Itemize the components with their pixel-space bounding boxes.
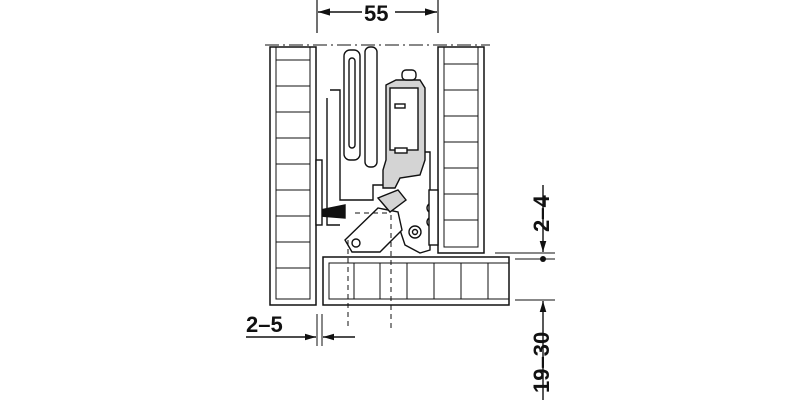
dimension-right: 2–4 19–30 [495, 185, 555, 400]
dimension-2-5: 2–5 [246, 312, 355, 346]
left-side-panel [269, 46, 317, 306]
dimension-55: 55 [316, 0, 439, 33]
hinge-mechanism [315, 46, 439, 254]
dimension-label-55: 55 [364, 1, 388, 26]
hidden-lines [347, 212, 392, 330]
bottom-panel [322, 256, 510, 306]
dimension-label-2-4: 2–4 [529, 195, 554, 232]
dimension-label-2-5: 2–5 [246, 312, 283, 337]
dimension-label-19-30: 19–30 [529, 332, 554, 393]
right-side-panel [437, 46, 485, 254]
